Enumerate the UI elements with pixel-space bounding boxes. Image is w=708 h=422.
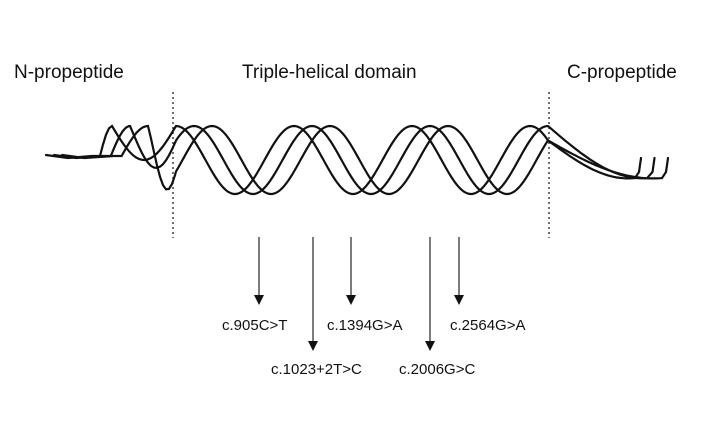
mutation-label-c2006: c.2006G>C — [399, 361, 475, 378]
helix-strand-1 — [44, 124, 643, 196]
mutation-label-c1394: c.1394G>A — [327, 317, 402, 334]
mutation-label-c1023: c.1023+2T>C — [271, 361, 362, 378]
mutation-label-c905: c.905C>T — [222, 317, 287, 334]
mutation-arrow-c1394 — [346, 237, 356, 305]
mutation-label-c2564: c.2564G>A — [450, 317, 525, 334]
n-propeptide-label: N-propeptide — [14, 62, 124, 83]
helix-strand-3 — [61, 124, 670, 196]
mutation-arrow-c2006 — [425, 237, 435, 351]
triple-helix — [44, 124, 670, 196]
helix-strand-2 — [53, 124, 656, 196]
mutation-arrow-c1023 — [308, 237, 318, 351]
triple-helical-domain-label: Triple-helical domain — [242, 62, 417, 83]
mutation-arrow-c905 — [254, 237, 264, 305]
mutation-arrow-c2564 — [454, 237, 464, 305]
c-propeptide-label: C-propeptide — [567, 62, 677, 83]
